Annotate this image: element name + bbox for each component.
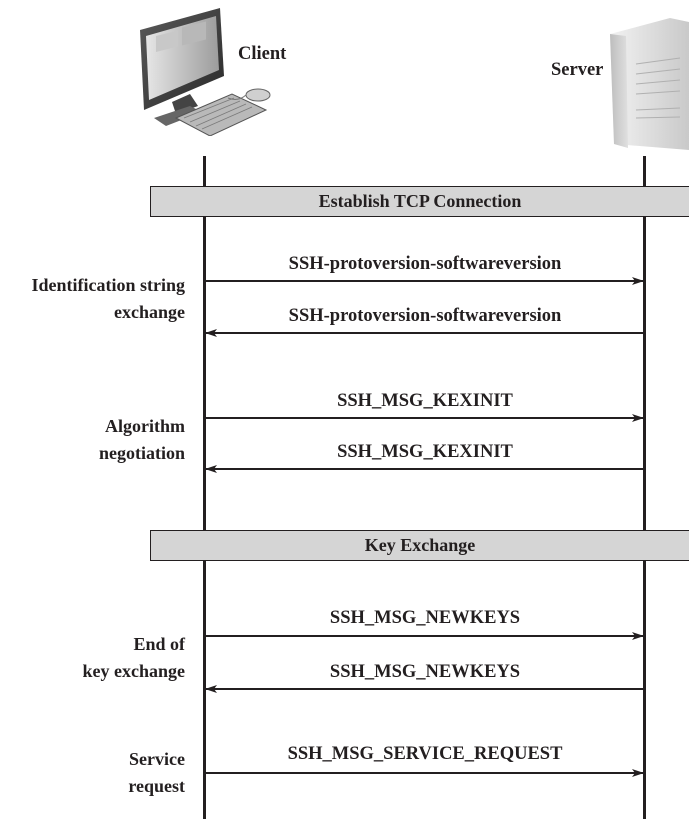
message-label-1: SSH-protoversion-softwareversion — [288, 254, 562, 274]
phase-end-of-key-exchange: End of key exchange — [82, 634, 186, 681]
server-tower-icon — [610, 18, 689, 150]
message-label-7: SSH_MSG_SERVICE_REQUEST — [287, 744, 563, 764]
server-lifeline — [643, 156, 646, 819]
establish-tcp-bar: Establish TCP Connection — [150, 186, 689, 217]
phase-identification: Identification string exchange — [31, 275, 185, 322]
message-label-4: SSH_MSG_KEXINIT — [337, 442, 513, 462]
message-label-3: SSH_MSG_KEXINIT — [337, 391, 513, 411]
key-exchange-bar: Key Exchange — [150, 530, 689, 561]
client-lifeline — [203, 156, 206, 819]
server-label: Server — [551, 60, 604, 80]
key-exchange-label: Key Exchange — [364, 535, 476, 555]
establish-tcp-label: Establish TCP Connection — [318, 191, 522, 211]
message-label-6: SSH_MSG_NEWKEYS — [329, 662, 521, 682]
phase-service-request: Service request — [128, 749, 185, 796]
desktop-computer-icon — [140, 8, 271, 136]
client-label: Client — [238, 44, 287, 64]
message-label-5: SSH_MSG_NEWKEYS — [329, 608, 521, 628]
phase-algorithm-negotiation: Algorithm negotiation — [98, 416, 185, 463]
message-label-2: SSH-protoversion-softwareversion — [288, 306, 562, 326]
